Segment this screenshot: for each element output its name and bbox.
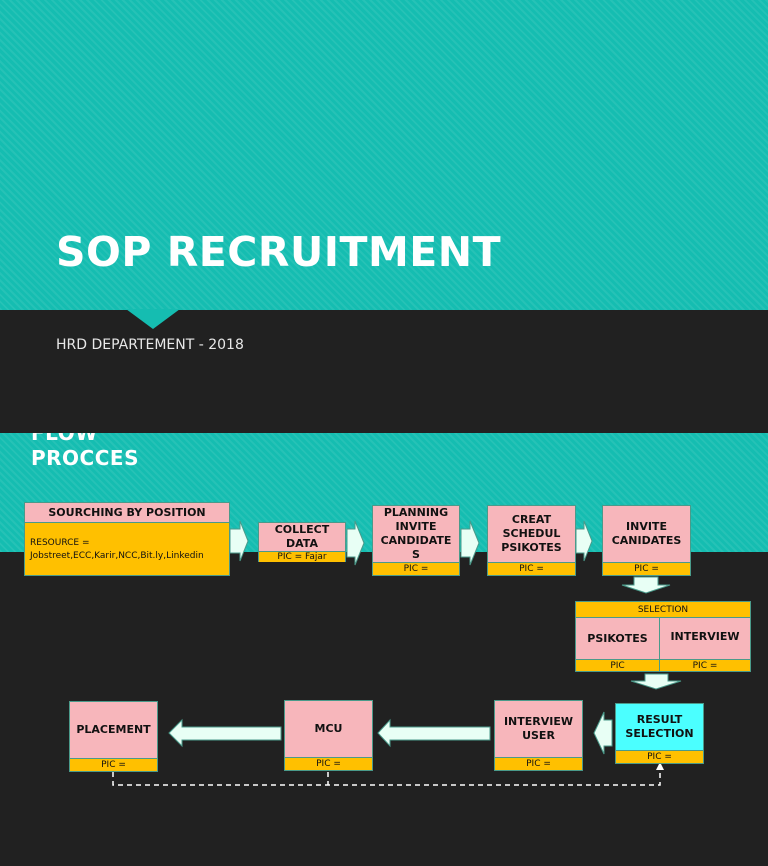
- arrow-right-1: [229, 520, 249, 562]
- slide-subtitle: HRD DEPARTEMENT - 2018: [56, 337, 244, 353]
- step-label: PLACEMENT: [70, 702, 157, 758]
- sourcing-title: SOURCHING BY POSITION: [25, 503, 229, 523]
- selection-box: SELECTION PSIKOTES PIC INTERVIEW PIC =: [575, 601, 751, 672]
- flow-heading-partial: FLOW: [31, 433, 98, 445]
- step-label: COLLECT DATA: [259, 523, 345, 551]
- step-pic: PIC =: [285, 757, 372, 770]
- step-placement: PLACEMENT PIC =: [69, 701, 158, 772]
- selection-left-label: PSIKOTES: [587, 632, 648, 645]
- arrow-right-4: [575, 520, 593, 562]
- flow-slide: FLOW PROCCES SOURCHING BY POSITION RESOU…: [0, 433, 768, 866]
- arrow-right-3: [460, 520, 480, 566]
- flow-connectors: [112, 520, 682, 786]
- arrow-right-2: [346, 520, 365, 566]
- arrow-left-3: [168, 718, 282, 748]
- arrow-left-1: [593, 711, 613, 755]
- step-result-selection: RESULT SELECTION PIC =: [615, 703, 704, 764]
- step-collect-data: COLLECT DATA PIC = Fajar: [258, 522, 346, 562]
- teal-header-band: [0, 0, 768, 310]
- step-planning-invite: PLANNING INVITE CANDIDATE S PIC =: [372, 505, 460, 576]
- header-notch: [126, 309, 180, 329]
- step-create-schedule: CREAT SCHEDUL PSIKOTES PIC =: [487, 505, 576, 576]
- step-pic: PIC = Fajar: [259, 551, 345, 562]
- step-pic: PIC =: [373, 562, 459, 575]
- arrow-down-1: [621, 576, 671, 594]
- step-pic: PIC =: [495, 757, 582, 770]
- step-label: PLANNING INVITE CANDIDATE S: [373, 506, 459, 562]
- sourcing-resources: RESOURCE = Jobstreet,ECC,Karir,NCC,Bit.l…: [25, 523, 229, 575]
- selection-left-pic: PIC: [576, 659, 659, 671]
- selection-right-pic: PIC =: [660, 659, 750, 671]
- step-label: MCU: [285, 701, 372, 757]
- dashed-return-line: [112, 766, 661, 786]
- selection-right-label: INTERVIEW: [670, 630, 740, 643]
- title-slide: SOP RECRUITMENT HRD DEPARTEMENT - 2018: [0, 0, 768, 432]
- step-label: INVITE CANIDATES: [603, 506, 690, 562]
- dashed-arrowhead: [656, 762, 664, 770]
- arrow-left-2: [377, 718, 491, 748]
- step-pic: PIC =: [616, 750, 703, 763]
- step-interview-user: INTERVIEW USER PIC =: [494, 700, 583, 771]
- sourcing-box: SOURCHING BY POSITION RESOURCE = Jobstre…: [24, 502, 230, 576]
- step-pic: PIC =: [488, 562, 575, 575]
- resource-label: RESOURCE =: [30, 538, 90, 548]
- step-invite-candidates: INVITE CANIDATES PIC =: [602, 505, 691, 576]
- selection-title: SELECTION: [576, 602, 750, 618]
- step-pic: PIC =: [70, 758, 157, 771]
- step-label: CREAT SCHEDUL PSIKOTES: [488, 506, 575, 562]
- step-label: RESULT SELECTION: [616, 704, 703, 750]
- flow-heading: FLOW PROCCES: [31, 433, 231, 471]
- step-pic: PIC =: [603, 562, 690, 575]
- resource-list: Jobstreet,ECC,Karir,NCC,Bit.ly,Linkedin: [30, 551, 204, 561]
- selection-psikotes: PSIKOTES PIC: [576, 618, 660, 671]
- step-label: INTERVIEW USER: [495, 701, 582, 757]
- slide-title: SOP RECRUITMENT: [56, 228, 502, 276]
- selection-interview: INTERVIEW PIC =: [660, 618, 750, 671]
- step-mcu: MCU PIC =: [284, 700, 373, 771]
- arrow-down-2: [630, 673, 682, 690]
- flow-heading-main: PROCCES: [31, 446, 139, 470]
